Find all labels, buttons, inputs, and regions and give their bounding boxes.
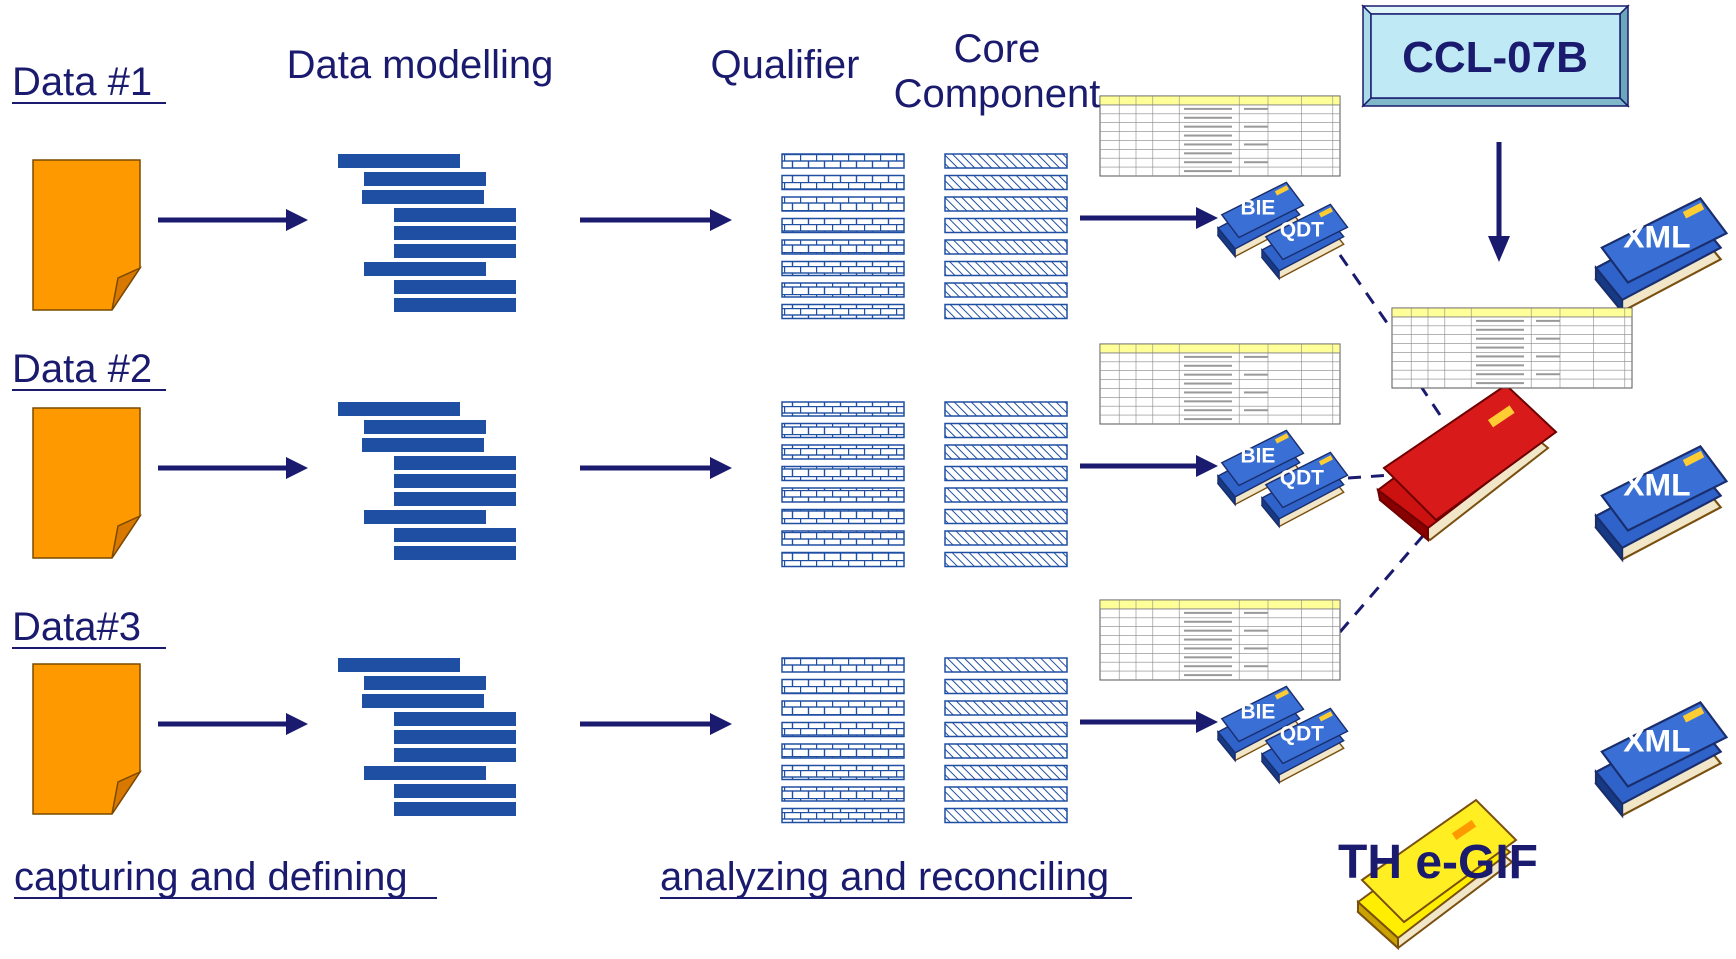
qdt-book-1-label: QDT <box>1280 219 1324 242</box>
bie-book-2-label: BIE <box>1240 445 1275 468</box>
spreadsheet-1 <box>1099 95 1341 177</box>
qualifier-stack-2 <box>781 401 905 568</box>
qdt-book-2-label: QDT <box>1280 467 1324 490</box>
data-modelling-bars-3 <box>338 658 516 816</box>
arrow-to-books-1 <box>1080 207 1218 229</box>
document-icon-1 <box>32 159 143 311</box>
arrow-to-qualifier-2 <box>580 457 732 479</box>
qualifier-stack-3 <box>781 657 905 824</box>
bie-book-1: BIE <box>1216 181 1305 259</box>
core-component-stack-1 <box>944 153 1068 320</box>
arrow-to-modelling-1 <box>158 209 308 231</box>
header-qualifier: Qualifier <box>711 43 860 87</box>
bie-book-1-label: BIE <box>1240 197 1275 220</box>
bie-book-3-label: BIE <box>1240 701 1275 724</box>
header-component: Component <box>894 72 1101 116</box>
core-component-stack-3 <box>944 657 1068 824</box>
bie-book-2: BIE <box>1216 429 1305 507</box>
xml-book-2-label: XML <box>1623 467 1690 503</box>
arrow-to-qualifier-3 <box>580 713 732 735</box>
arrow-to-modelling-3 <box>158 713 308 735</box>
xml-book-3: XML <box>1594 701 1729 819</box>
xml-book-1: XML <box>1594 197 1729 315</box>
dashed-connectors <box>1338 254 1442 633</box>
arrow-to-qualifier-1 <box>580 209 732 231</box>
arrow-to-books-2 <box>1080 455 1218 477</box>
qdt-book-2: QDT <box>1260 451 1349 529</box>
document-icon-3 <box>32 663 143 815</box>
header-core: Core <box>954 27 1041 71</box>
ccl-07b-box: CCL-07B <box>1361 4 1630 108</box>
footer-capturing: capturing and defining <box>14 855 437 899</box>
footer-capturing-text: capturing and defining <box>14 855 408 899</box>
ccl-down-arrow <box>1488 142 1510 262</box>
qdt-book-3-label: QDT <box>1280 723 1324 746</box>
data-label-1: Data #1 <box>12 60 152 104</box>
spreadsheet-2 <box>1099 343 1341 425</box>
spreadsheet-3 <box>1099 599 1341 681</box>
footer-analyzing-text: analyzing and reconciling <box>660 855 1109 899</box>
th-egif-label: TH e-GIF <box>1338 836 1538 889</box>
document-icon-2 <box>32 407 143 559</box>
data-modelling-bars-2 <box>338 402 516 560</box>
xml-book-3-label: XML <box>1623 723 1690 759</box>
data-modelling-bars-1 <box>338 154 516 312</box>
data-label-3: Data#3 <box>12 605 141 649</box>
qdt-book-1: QDT <box>1260 203 1349 281</box>
arrow-to-books-3 <box>1080 711 1218 733</box>
qdt-book-3: QDT <box>1260 707 1349 785</box>
qualifier-stack-1 <box>781 153 905 320</box>
arrow-to-modelling-2 <box>158 457 308 479</box>
footer-analyzing: analyzing and reconciling <box>660 855 1132 899</box>
ccl-07b-label: CCL-07B <box>1402 33 1588 82</box>
core-component-stack-2 <box>944 401 1068 568</box>
xml-book-1-label: XML <box>1623 219 1690 255</box>
header-data-modelling: Data modelling <box>287 43 554 87</box>
data-label-2: Data #2 <box>12 347 152 391</box>
xml-book-2: XML <box>1594 445 1729 563</box>
th-egif-book: TH e-GIF <box>1338 798 1538 951</box>
central-spreadsheet <box>1391 307 1633 389</box>
red-book <box>1376 383 1558 543</box>
